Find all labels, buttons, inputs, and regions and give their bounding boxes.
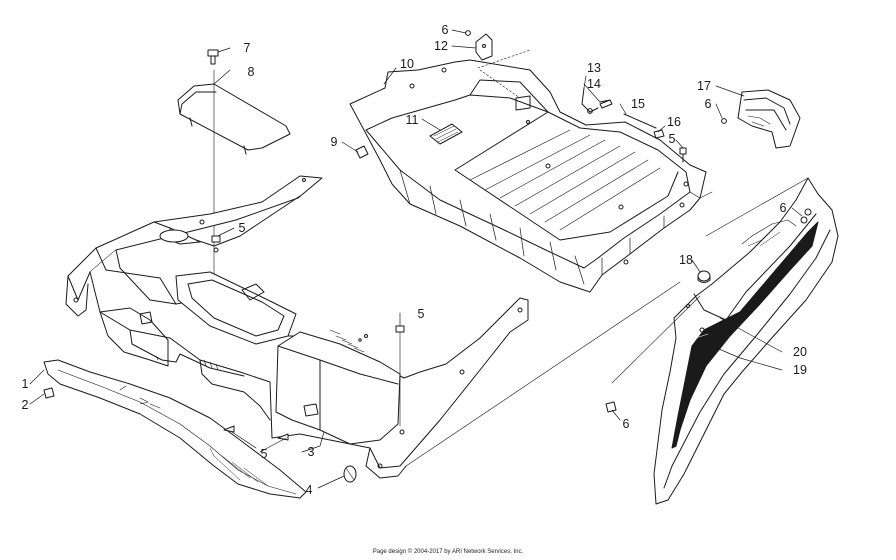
callout-6-top: 6	[442, 23, 449, 37]
callout-16: 16	[667, 115, 681, 129]
side-panel-part-19	[653, 177, 839, 505]
callout-labels: 7 8 10 9 11 6 12 13 14 15 16 5 17 6 6 18…	[22, 23, 807, 497]
rod-part-15	[623, 113, 657, 129]
callout-5-console-right: 5	[418, 307, 425, 321]
cap-part-18	[697, 270, 711, 283]
callout-5-lower: 5	[261, 447, 268, 461]
callout-13: 13	[587, 61, 601, 75]
callout-6-lower: 6	[623, 417, 630, 431]
lid-part-8	[177, 83, 291, 155]
bracket-part-17	[737, 89, 801, 149]
callout-18: 18	[679, 253, 693, 267]
callout-2: 2	[22, 398, 29, 412]
clip-part-9	[355, 145, 369, 159]
storage-tub	[349, 49, 707, 293]
callout-10: 10	[400, 57, 414, 71]
leader-lines	[29, 29, 803, 489]
callout-20: 20	[793, 345, 807, 359]
bumper-part-4	[343, 465, 357, 483]
callout-9: 9	[331, 135, 338, 149]
callout-1: 1	[22, 377, 29, 391]
callout-14: 14	[587, 77, 601, 91]
callout-4: 4	[306, 483, 313, 497]
callout-6-bracket: 6	[705, 97, 712, 111]
callout-6-panel: 6	[780, 201, 787, 215]
trim-strip-part-1	[43, 359, 307, 499]
callout-15: 15	[631, 97, 645, 111]
rear-panel-part-3	[65, 175, 529, 479]
callout-3: 3	[308, 445, 315, 459]
callout-12: 12	[434, 39, 448, 53]
callout-5-console-top: 5	[239, 221, 246, 235]
callout-5-tub: 5	[669, 132, 676, 146]
reference-lines	[405, 177, 809, 467]
callout-17: 17	[697, 79, 711, 93]
callout-7: 7	[244, 41, 251, 55]
callout-19: 19	[793, 363, 807, 377]
cable-part-13	[581, 87, 611, 114]
bracket-part-12	[475, 33, 493, 61]
plug-part-2	[43, 387, 55, 399]
fasteners	[207, 30, 808, 441]
callout-8: 8	[248, 65, 255, 79]
copyright-footer: Page design © 2004-2017 by ARI Network S…	[372, 549, 524, 555]
callout-11: 11	[406, 113, 419, 127]
